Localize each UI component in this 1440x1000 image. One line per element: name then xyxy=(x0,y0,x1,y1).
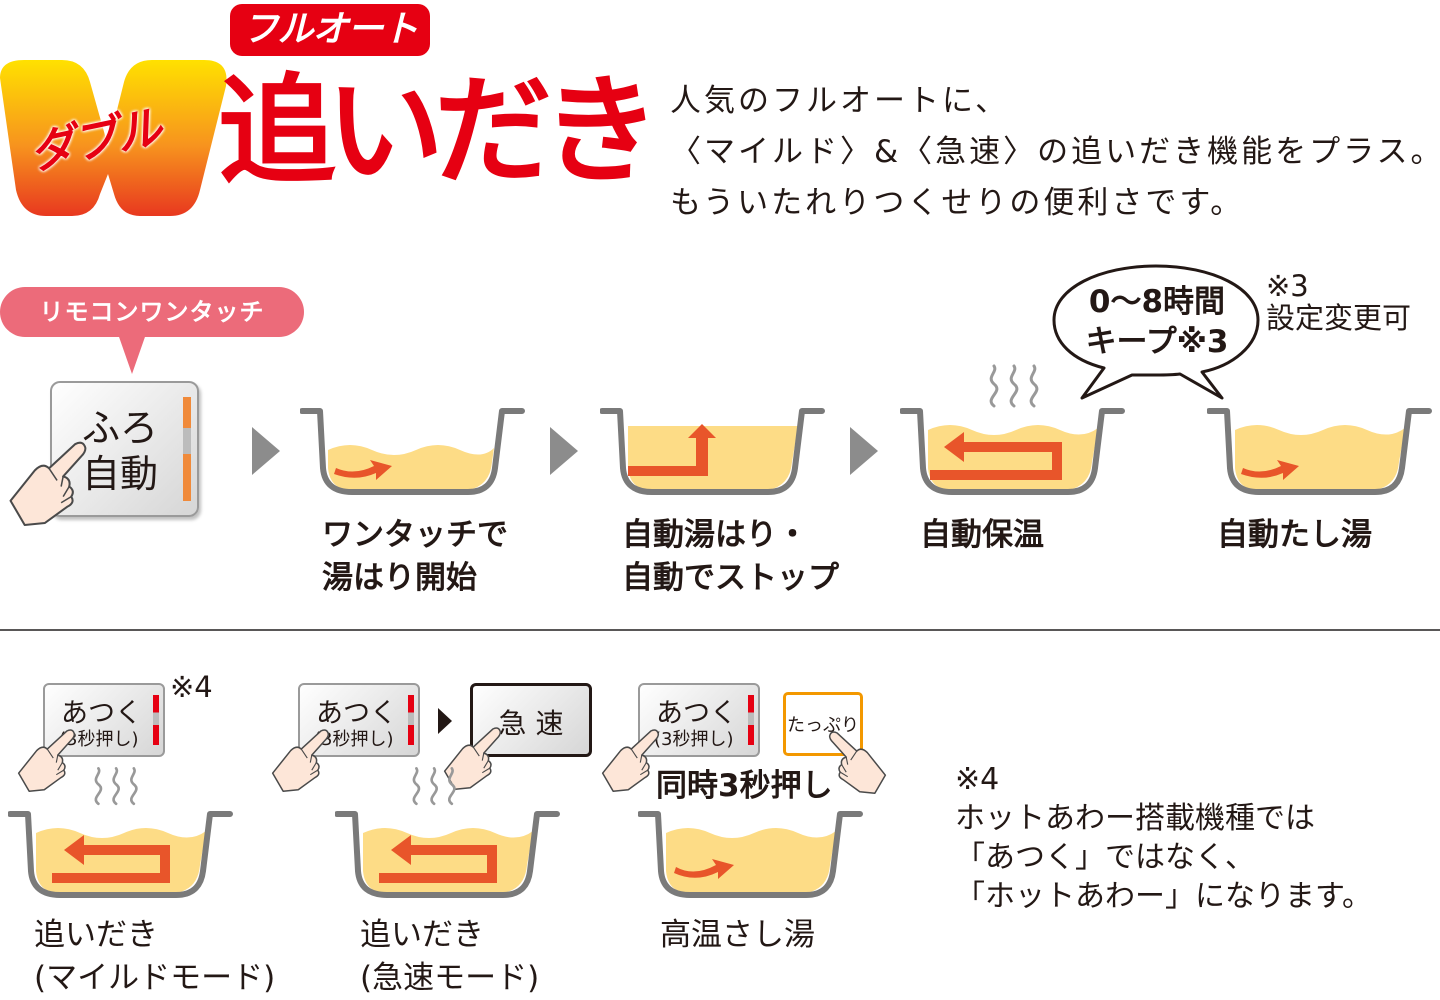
remote-label-pointer xyxy=(118,334,146,374)
kyusoku-label: 急 速 xyxy=(498,707,564,740)
button-indicator xyxy=(408,695,414,745)
circulate-arrow xyxy=(379,835,497,883)
note-4: ※4 ホットあわー搭載機種では 「あつく」ではなく、 「ホットあわー」になります… xyxy=(955,760,1372,916)
atsuku-button[interactable]: あつく (3秒押し) xyxy=(298,683,420,757)
tappuri-label: たっぷり xyxy=(787,715,859,736)
section-divider xyxy=(0,629,1440,631)
circulate-arrow xyxy=(52,835,170,883)
logo-badge-text: フルオート xyxy=(242,9,418,50)
caption-line: 追いだき xyxy=(34,917,158,953)
bathtub-keep-warm xyxy=(900,408,1125,495)
tappuri-button[interactable]: たっぷり xyxy=(783,692,863,756)
step-caption: 自動湯はり・ 自動でストップ xyxy=(622,514,839,600)
button-indicator xyxy=(153,695,159,745)
caption-line: 自動でストップ xyxy=(622,560,839,596)
remote-one-touch-label: リモコンワンタッチ xyxy=(0,287,304,337)
step-arrow-icon xyxy=(550,427,578,475)
mode-caption: 追いだき (マイルドモード) xyxy=(34,914,275,1000)
caption-line: 追いだき xyxy=(360,917,484,953)
note-line: ※3 xyxy=(1266,269,1309,303)
bathtub-high-temp-add xyxy=(638,811,863,898)
note-line: 設定変更可 xyxy=(1266,301,1412,335)
flow-arrow xyxy=(334,460,392,480)
step-caption: ワンタッチで 湯はり開始 xyxy=(322,514,508,600)
mode-caption: 追いだき (急速モード) xyxy=(360,914,539,1000)
caption-line: 湯はり開始 xyxy=(322,560,477,596)
bubble-line: 0〜8時間 xyxy=(1088,284,1226,320)
steam-icon xyxy=(980,364,1050,410)
pointing-hand-icon xyxy=(14,728,82,792)
note-3: ※3 設定変更可 xyxy=(1266,270,1411,334)
atsuku-sub-label: (3秒押し) xyxy=(59,729,139,750)
button-indicator xyxy=(183,397,191,501)
note-line: 「ホットあわー」になります。 xyxy=(955,879,1372,914)
furo-button-line: 自動 xyxy=(82,452,159,496)
step-caption: 自動保温 xyxy=(920,514,1044,557)
bathtub-auto-fill xyxy=(600,408,825,495)
logo-badge xyxy=(230,4,430,56)
bathtub-reheat-rapid xyxy=(335,811,560,898)
steam-icon xyxy=(86,766,148,808)
atsuku-label: あつく xyxy=(61,698,142,729)
note-mark-4: ※4 xyxy=(170,670,213,704)
note-line: ※4 xyxy=(955,762,1000,797)
caption-line: (急速モード) xyxy=(360,960,540,996)
step-arrow-icon xyxy=(850,427,878,475)
caption-line: 自動保温 xyxy=(920,517,1044,553)
flow-arrow xyxy=(674,859,734,879)
bubble-line: キープ※3 xyxy=(1085,324,1229,360)
intro-line: 人気のフルオートに、 xyxy=(670,83,1010,119)
simultaneous-press-label: 同時3秒押し xyxy=(656,768,833,804)
step-caption: 自動たし湯 xyxy=(1217,514,1372,557)
fill-up-arrow xyxy=(628,424,716,476)
bubble-text: 0〜8時間 キープ※3 xyxy=(1062,282,1252,362)
pointing-hand-icon xyxy=(4,440,96,526)
atsuku-sub-label: (3秒押し) xyxy=(654,729,734,750)
next-step-arrow-icon xyxy=(438,708,452,734)
circulate-arrow xyxy=(930,432,1062,480)
mode-caption: 高温さし湯 xyxy=(660,914,815,957)
atsuku-button[interactable]: あつく (3秒押し) xyxy=(638,683,760,757)
atsuku-label: あつく xyxy=(316,698,397,729)
bathtub-reheat-mild xyxy=(8,811,233,898)
intro-description: 人気のフルオートに、 〈マイルド〉&〈急速〉の追いだき機能をプラス。 もういたれ… xyxy=(670,76,1440,229)
note-line: ホットあわー搭載機種では xyxy=(955,801,1315,836)
caption-line: ワンタッチで xyxy=(322,517,508,553)
pointing-hand-icon xyxy=(268,728,336,792)
step-arrow-icon xyxy=(252,427,280,475)
bathtub-filling-start xyxy=(300,408,525,495)
caption-line: (マイルドモード) xyxy=(34,960,276,996)
logo-main-text: 追いだき xyxy=(218,62,660,200)
intro-line: もういたれりつくせりの便利さです。 xyxy=(670,185,1245,221)
keep-time-bubble xyxy=(1052,264,1260,400)
caption-line: 高温さし湯 xyxy=(660,917,815,953)
atsuku-label: あつく xyxy=(656,698,737,729)
atsuku-sub-label: (3秒押し) xyxy=(314,729,394,750)
caption-line: 自動たし湯 xyxy=(1217,517,1372,553)
button-indicator xyxy=(748,695,754,745)
flow-arrow xyxy=(1241,460,1299,480)
bathtub-auto-topup xyxy=(1207,408,1432,495)
caption-line: 自動湯はり・ xyxy=(622,517,808,553)
note-line: 「あつく」ではなく、 xyxy=(955,840,1255,875)
intro-line: 〈マイルド〉&〈急速〉の追いだき機能をプラス。 xyxy=(670,134,1440,170)
logo-w-mark xyxy=(0,60,227,216)
steam-icon xyxy=(404,766,466,808)
furo-button-line: ふろ xyxy=(82,406,159,450)
